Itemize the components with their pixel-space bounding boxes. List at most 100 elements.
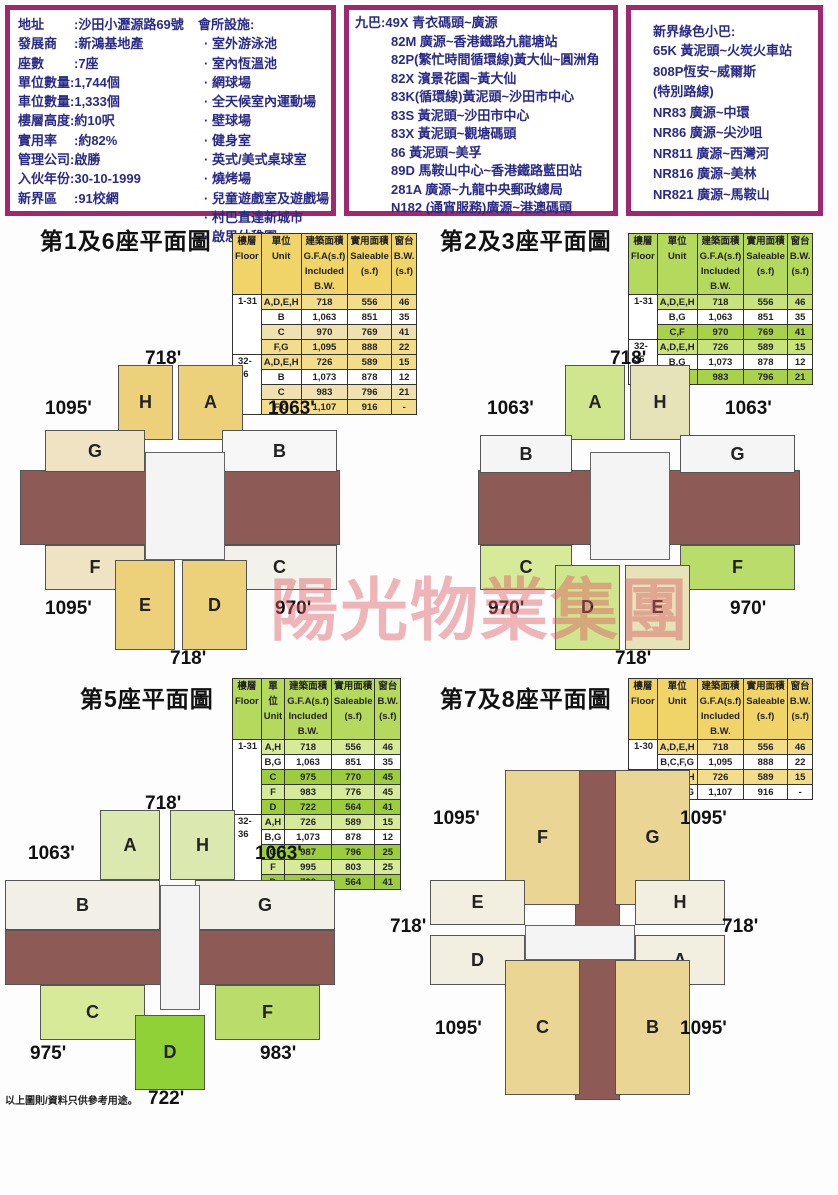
header-text: 實用面積 xyxy=(350,236,389,247)
facility-label: 室外游泳池 xyxy=(211,36,277,52)
floor-range: 1-31 xyxy=(628,294,658,340)
header-text: 樓層 xyxy=(237,681,257,692)
bullet-icon: · xyxy=(204,94,212,110)
saleable-cell: 564 xyxy=(330,874,376,890)
header-text: Floor xyxy=(235,696,259,707)
route-text: 83S 黃泥頭~沙田市中心 xyxy=(391,107,530,123)
gfa-cell: 1,063 xyxy=(284,754,332,770)
header-text: 窗台 xyxy=(790,681,810,692)
saleable-cell: 888 xyxy=(347,339,392,355)
saleable-cell: 556 xyxy=(347,294,392,310)
unit-cell: B xyxy=(260,369,302,385)
saleable-cell: 796 xyxy=(743,369,788,385)
unit-cell: B xyxy=(260,309,302,325)
bw-cell: 12 xyxy=(390,369,418,385)
unit-size-label: 1063' xyxy=(725,398,772,419)
fact-label: 發展商 xyxy=(18,36,58,52)
minibus-route: 808P恆安~威爾斯 xyxy=(653,63,756,79)
fact-label: 入伙年份 xyxy=(18,171,71,187)
route-text: 82X 濱景花園~黃大仙 xyxy=(391,70,517,86)
unit-cell: A,D,E,H xyxy=(656,294,698,310)
gfa-cell: 1,107 xyxy=(300,399,349,415)
unit-cell: F xyxy=(260,784,286,800)
unit-e: E xyxy=(625,565,690,650)
fact-label: 車位數量 xyxy=(18,94,71,110)
fact-row: 實用率:約82% xyxy=(18,131,184,150)
unit-cell: A,D,E,H xyxy=(656,739,698,755)
gfa-cell: 975 xyxy=(284,769,332,785)
fact-label: 新界區 xyxy=(18,190,58,206)
fact-label: 地址 xyxy=(18,17,45,32)
unit-cell: B,C,F,G xyxy=(656,754,698,770)
header-text: Unit xyxy=(271,251,291,262)
facilities-list: 會所設施: · 室外游泳池· 室內恆溫池· 網球場· 全天候室內運動場· 壁球場… xyxy=(198,15,329,247)
header-text: (s.f) xyxy=(791,711,809,722)
unit-a: A xyxy=(565,365,625,440)
header-text: B.W. xyxy=(377,696,399,707)
unit-g: G xyxy=(195,880,335,930)
saleable-cell: 589 xyxy=(743,769,788,785)
saleable-cell: 564 xyxy=(330,799,376,815)
header-text: 樓層 xyxy=(633,236,653,247)
bus-route: 89D 馬鞍山中心~香港鐵路藍田站 xyxy=(355,162,607,181)
fact-value: :91校網 xyxy=(74,190,119,206)
header-text: 單位 xyxy=(667,236,687,247)
facility-item: · 兒童遊戲室及遊戲場 xyxy=(198,189,329,208)
saleable-cell: 556 xyxy=(743,294,788,310)
bw-cell: 35 xyxy=(390,309,418,325)
bw-cell: 22 xyxy=(390,339,418,355)
floor-range: 1-30 xyxy=(628,739,658,770)
header-text: 實用面積 xyxy=(334,681,373,692)
lift-core xyxy=(525,925,635,960)
unit-d: D xyxy=(430,935,525,985)
facility-label: 全天候室內運動場 xyxy=(211,94,316,110)
saleable-cell: 769 xyxy=(347,324,392,340)
header-text: Floor xyxy=(631,696,655,707)
header-text: (s.f) xyxy=(791,266,809,277)
facility-label: 兒童遊戲室及遊戲場 xyxy=(211,190,329,206)
header-text: (s.f) xyxy=(360,266,379,277)
saleable-cell: 916 xyxy=(743,784,788,800)
gfa-cell: 983 xyxy=(284,784,332,800)
unit-d: D xyxy=(135,1015,205,1090)
unit-size-label: 983' xyxy=(260,1043,297,1064)
unit-h: H xyxy=(635,880,725,925)
saleable-cell: 878 xyxy=(330,829,376,845)
unit-cell: B,G xyxy=(260,754,286,770)
saleable-cell: 556 xyxy=(743,739,788,755)
fact-row: 單位數量:1,744個 xyxy=(18,73,184,92)
fact-row: 座數:7座 xyxy=(18,54,184,73)
unit-size-label: 975' xyxy=(30,1043,67,1064)
gfa-cell: 1,095 xyxy=(300,339,349,355)
unit-f: F xyxy=(215,985,320,1040)
unit-e: E xyxy=(115,560,175,650)
facility-item: · 室內恆溫池 xyxy=(198,54,329,73)
route-text: 281A 廣源~九龍中央郵政總局 xyxy=(391,181,563,197)
unit-size-label: 1095' xyxy=(435,1018,482,1039)
route-text: 89D 馬鞍山中心~香港鐵路藍田站 xyxy=(391,163,583,178)
unit-size-label: 1095' xyxy=(680,808,727,829)
estate-facts: 地址:沙田小瀝源路69號發展商:新鴻基地產座數:7座單位數量:1,744個車位數… xyxy=(18,15,184,208)
route-text: 83K(循環線)黃泥頭~沙田市中心 xyxy=(391,89,575,104)
saleable-cell: 851 xyxy=(330,754,376,770)
floor-range: 1-31 xyxy=(232,739,262,815)
route-text: 86 黃泥頭~美孚 xyxy=(391,144,482,160)
facility-label: 英式/美式桌球室 xyxy=(211,152,307,168)
gfa-cell: 718 xyxy=(300,294,349,310)
bullet-icon: · xyxy=(204,171,212,187)
header-text: (s.f) xyxy=(344,711,362,722)
watermark: 陽光物業集團 xyxy=(270,571,691,651)
fact-row: 新界區 :91校網 xyxy=(18,189,184,208)
gfa-cell: 726 xyxy=(300,354,349,370)
plan-title: 第1及6座平面圖 xyxy=(40,228,212,254)
facility-item: · 村巴直達新城市 xyxy=(198,208,329,227)
